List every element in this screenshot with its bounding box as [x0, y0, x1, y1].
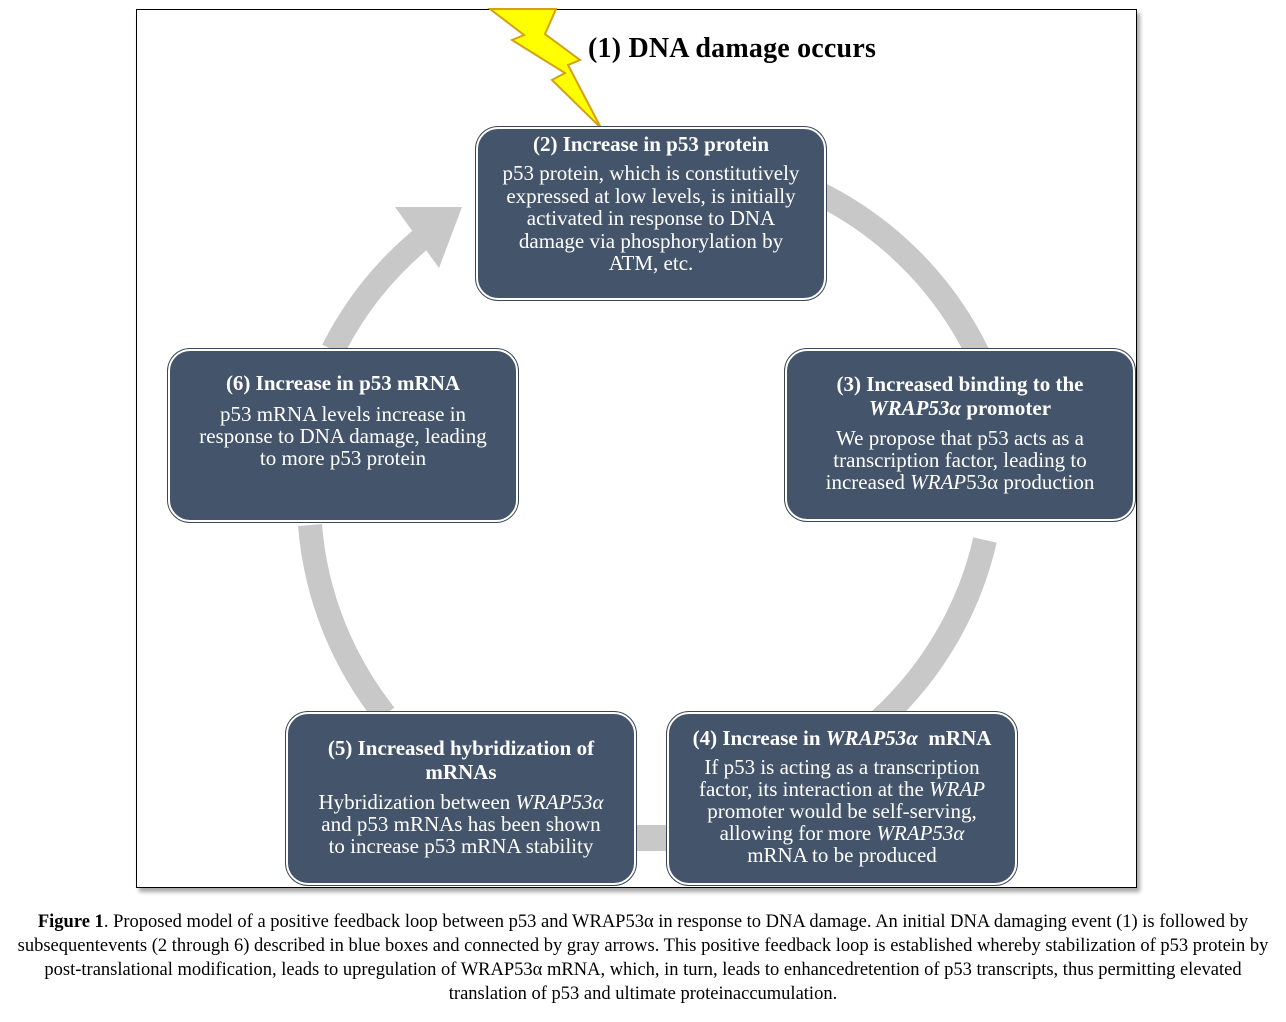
- step-3-body-line: We propose that p53 acts as a: [836, 426, 1084, 450]
- step-5-body-line: to increase p53 mRNA stability: [328, 834, 594, 858]
- caption-text: . Proposed model of a positive feedback …: [17, 912, 1269, 1004]
- step-2-body-line: p53 protein, which is constitutively: [502, 161, 800, 185]
- step-5-body-line: and p53 mRNAs has been shown: [321, 812, 601, 836]
- step-6-body-line: response to DNA damage, leading: [199, 424, 487, 448]
- step-2-box: (2) Increase in p53 protein p53 protein,…: [476, 127, 826, 300]
- step-2-body: p53 protein, which is constitutively exp…: [478, 162, 824, 275]
- step-6-title: (6) Increase in p53 mRNA: [225, 371, 461, 395]
- step-2-body-line: expressed at low levels, is initially: [506, 183, 796, 208]
- arrowhead-icon: [395, 207, 462, 268]
- step-4-body-line: allowing for more WRAP53α: [719, 821, 965, 845]
- step-2-body-line: damage via phosphorylation by: [518, 228, 784, 253]
- caption-label: Figure 1: [37, 912, 104, 932]
- diagram-title: (1) DNA damage occurs: [588, 33, 877, 64]
- step-5-box: (5) Increased hybridization of mRNAs Hyb…: [286, 712, 636, 885]
- step-6-box: (6) Increase in p53 mRNA p53 mRNA levels…: [168, 349, 518, 522]
- step-3-body-line: increased WRAP53α production: [825, 470, 1095, 494]
- step-5-title: (5) Increased hybridization of mRNAs: [288, 736, 634, 784]
- step-4-body-line: promoter would be self-serving,: [707, 799, 977, 823]
- step-4-box: (4) Increase in WRAP53α mRNA If p53 is a…: [667, 712, 1017, 885]
- figure-caption: Figure 1. Proposed model of a positive f…: [8, 910, 1278, 1006]
- step-3-body: We propose that p53 acts as a transcript…: [787, 427, 1133, 493]
- step-2-title: (2) Increase in p53 protein: [532, 132, 770, 156]
- step-5-title-line: (5) Increased hybridization of: [327, 736, 595, 760]
- step-6-body-line: to more p53 protein: [259, 446, 427, 470]
- step-4-body-line: factor, its interaction at the WRAP: [698, 777, 986, 801]
- step-4-title: (4) Increase in WRAP53α mRNA: [692, 726, 992, 750]
- step-6-body-line: p53 mRNA levels increase in: [219, 402, 467, 426]
- step-3-title-line: WRAP53α promoter: [868, 396, 1052, 420]
- step-3-body-line: transcription factor, leading to: [833, 448, 1087, 472]
- step-3-title-line: (3) Increased binding to the: [836, 372, 1084, 396]
- lightning-bolt-icon: [487, 8, 602, 129]
- step-5-body: Hybridization between WRAP53α and p53 mR…: [288, 791, 634, 857]
- step-3-box: (3) Increased binding to the WRAP53α pro…: [785, 349, 1135, 521]
- step-3-title: (3) Increased binding to the WRAP53α pro…: [787, 372, 1133, 420]
- step-4-body-line: mRNA to be produced: [747, 843, 937, 867]
- step-5-title-line: mRNAs: [425, 760, 497, 784]
- step-2-body-line: activated in response to DNA: [526, 206, 776, 230]
- step-4-body: If p53 is acting as a transcription fact…: [669, 756, 1015, 866]
- step-4-body-line: If p53 is acting as a transcription: [704, 755, 980, 779]
- step-6-body: p53 mRNA levels increase in response to …: [170, 403, 516, 469]
- step-5-body-line: Hybridization between WRAP53α: [318, 790, 604, 814]
- step-2-body-line: ATM, etc.: [608, 251, 694, 275]
